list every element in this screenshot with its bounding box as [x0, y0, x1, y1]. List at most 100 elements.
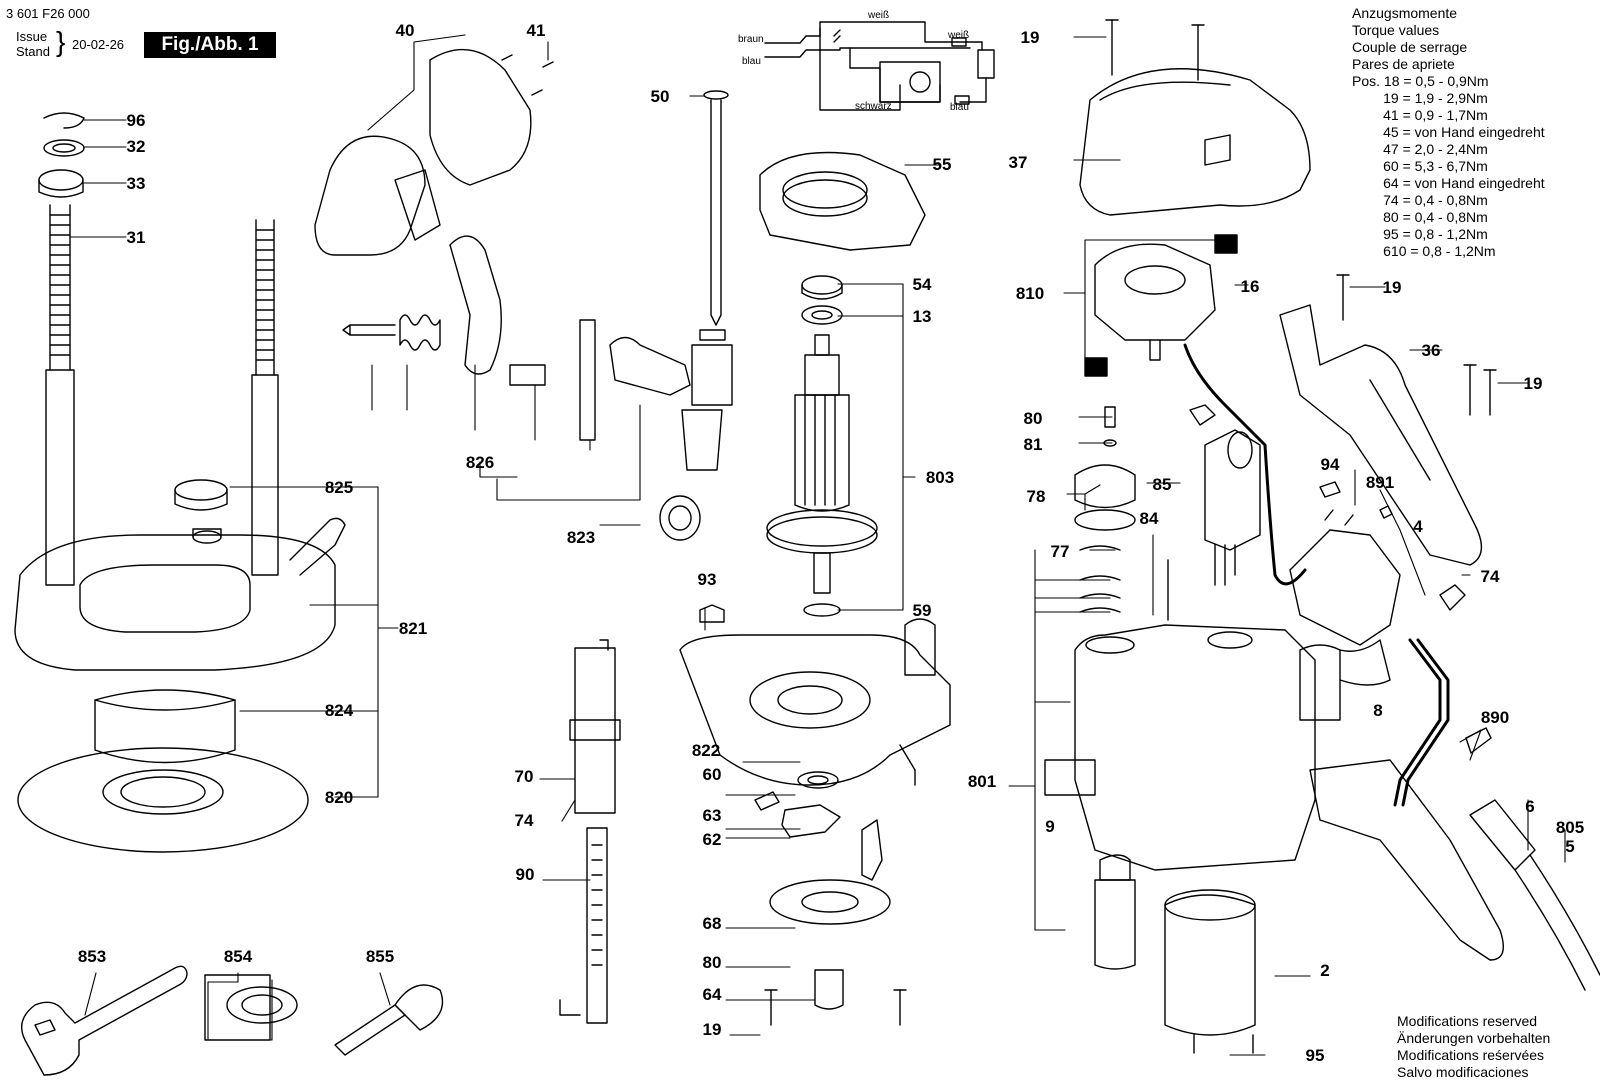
callout-part-19a: 19: [1021, 28, 1040, 47]
torque-row: 64 = von Hand eingedreht: [1352, 175, 1545, 191]
wire-label-weiss-2: weiß: [947, 30, 969, 41]
stand-label: Stand: [16, 44, 50, 59]
callout-part-825: 825: [325, 478, 353, 497]
motor-housing-801: [1044, 624, 1504, 961]
wire-label-blau-2: blau: [950, 102, 969, 113]
switch-slider-70: [569, 639, 621, 814]
callout-part-13: 13: [913, 307, 932, 326]
motor-cap-37: [1079, 68, 1311, 216]
callout-part-826: 826: [466, 453, 494, 472]
wire-label-weiss: weiß: [867, 10, 889, 21]
collet-adapter-854: [204, 974, 298, 1041]
callout-part-5: 5: [1565, 837, 1574, 856]
modifications-es: Salvo modificaciones: [1397, 1064, 1529, 1080]
doc-number: 3 601 F26 000: [6, 6, 90, 21]
callout-part-60: 60: [703, 765, 722, 784]
torque-table: Anzugsmomente Torque values Couple de se…: [1352, 5, 1545, 260]
modifications-note: Modifications reserved Änderungen vorbeh…: [1397, 1013, 1550, 1081]
callout-part-36: 36: [1422, 341, 1441, 360]
spanner-853: [21, 965, 188, 1076]
callout-part-19b: 19: [1383, 278, 1402, 297]
screws: [501, 19, 1497, 1026]
callout-part-85: 85: [1153, 475, 1172, 494]
callout-part-4: 4: [1413, 517, 1423, 536]
callout-part-95: 95: [1306, 1046, 1325, 1065]
callout-part-822: 822: [692, 741, 720, 760]
torque-row: Pos. 18 = 0,5 - 0,9Nm: [1352, 73, 1489, 89]
wire-label-schwarz: schwarz: [855, 101, 892, 112]
armature-803: [766, 275, 878, 617]
torque-title-es: Pares de apriete: [1352, 56, 1455, 72]
callout-part-70: 70: [515, 767, 534, 786]
callout-part-54: 54: [913, 275, 932, 294]
callout-part-853: 853: [78, 947, 106, 966]
issue-date: 20-02-26: [72, 37, 125, 52]
callout-part-9: 9: [1045, 817, 1054, 836]
callout-part-90: 90: [516, 865, 535, 884]
cable-set: [1183, 343, 1450, 807]
callout-part-59: 59: [913, 601, 932, 620]
router-base-821: [14, 479, 346, 671]
depth-arm-823: [609, 329, 733, 541]
wiring-diagram: [764, 21, 995, 111]
small-parts: [699, 406, 1492, 1054]
modifications-fr: Modifications reserved: [1397, 1013, 1538, 1029]
torque-row: 74 = 0,4 - 0,8Nm: [1352, 192, 1488, 208]
callout-part-854: 854: [224, 947, 253, 966]
callout-part-810: 810: [1016, 284, 1044, 303]
torque-title-de: Anzugsmomente: [1352, 5, 1458, 21]
electronics-4: [1289, 509, 1466, 646]
lever-assembly-826: [342, 235, 596, 441]
callout-part-824: 824: [325, 701, 354, 720]
shaft-50: [703, 90, 729, 326]
brace-icon: }: [56, 26, 66, 57]
callout-part-16: 16: [1241, 277, 1260, 296]
callout-part-77: 77: [1051, 542, 1070, 561]
callout-part-805: 805: [1556, 818, 1584, 837]
callout-part-93: 93: [698, 570, 717, 589]
callout-part-823: 823: [567, 528, 595, 547]
torque-row: 80 = 0,4 - 0,8Nm: [1352, 209, 1488, 225]
brush-holder-assembly-810: [1084, 234, 1238, 377]
router-subbase-820: [17, 747, 309, 853]
callout-part-32: 32: [127, 137, 146, 156]
torque-row: 60 = 5,3 - 6,7Nm: [1352, 158, 1488, 174]
callout-part-855: 855: [366, 947, 394, 966]
callout-part-801: 801: [968, 772, 996, 791]
switch-85: [1189, 404, 1261, 586]
router-sleeve-824: [94, 689, 236, 764]
centering-pin-855: [334, 984, 444, 1056]
callout-part-74a: 74: [1481, 567, 1500, 586]
callout-part-64: 64: [703, 985, 722, 1004]
callout-part-78: 78: [1027, 487, 1046, 506]
torque-row: 47 = 2,0 - 2,4Nm: [1352, 141, 1488, 157]
modifications-fr-2: Modifications reśervées: [1397, 1047, 1545, 1063]
callout-part-62: 62: [703, 830, 722, 849]
torque-title-fr: Couple de serrage: [1352, 39, 1468, 55]
callout-part-80b: 80: [703, 953, 722, 972]
torque-row: 610 = 0,8 - 1,2Nm: [1352, 243, 1496, 259]
callout-part-33: 33: [127, 174, 146, 193]
callout-part-55: 55: [933, 155, 952, 174]
field-coil-2: [1094, 854, 1256, 1036]
torque-title-en: Torque values: [1352, 22, 1440, 38]
issue-label: Issue: [16, 29, 48, 44]
wire-label-blau: blau: [742, 56, 761, 67]
callout-part-74b: 74: [515, 811, 534, 830]
torque-row: 19 = 1,9 - 2,9Nm: [1352, 90, 1488, 106]
handle-36: [1279, 304, 1483, 566]
callout-part-891: 891: [1366, 473, 1394, 492]
callout-part-40: 40: [396, 21, 415, 40]
callout-part-84: 84: [1140, 509, 1159, 528]
callout-part-6: 6: [1525, 797, 1534, 816]
callout-part-96: 96: [127, 111, 146, 130]
figure-label: Fig./Abb. 1: [144, 32, 276, 58]
handle-40: [314, 48, 532, 256]
callout-part-8: 8: [1373, 701, 1382, 720]
wiring-labels: braun blau weiß weiß schwarz blau: [738, 10, 969, 113]
torque-row: 41 = 0,9 - 1,7Nm: [1352, 107, 1488, 123]
callout-part-63: 63: [703, 806, 722, 825]
